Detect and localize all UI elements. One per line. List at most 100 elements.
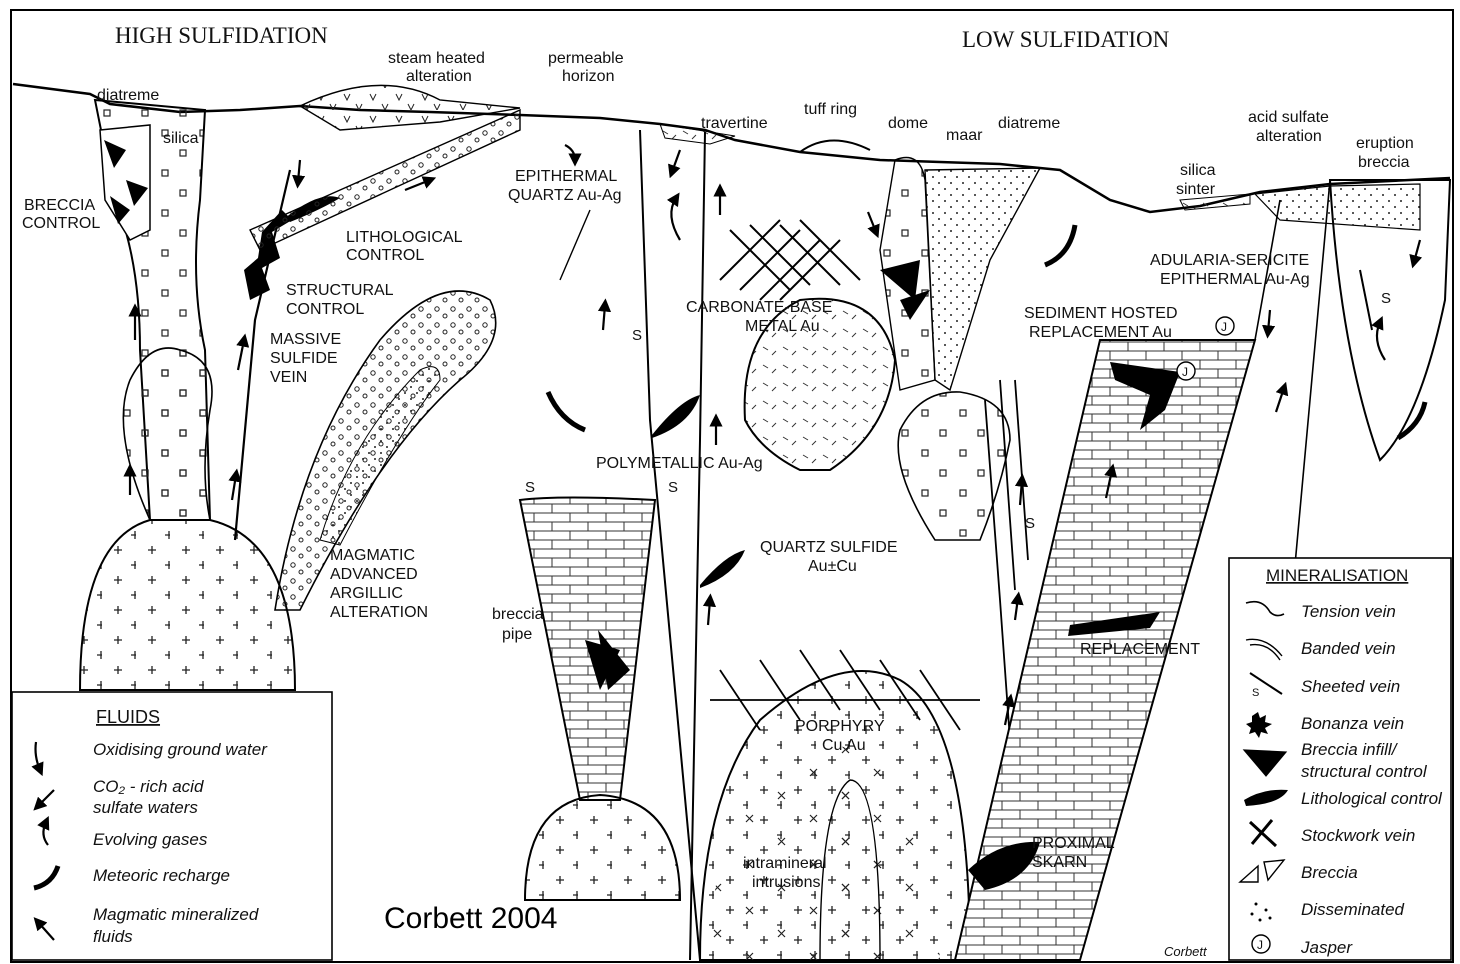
label-magmatic-1: MAGMATIC	[330, 547, 415, 564]
credit-caption: Corbett 2004	[384, 902, 557, 935]
acid-sulfate-cap	[1255, 184, 1420, 230]
label-breccia-pipe-2: pipe	[502, 626, 532, 643]
label-porphyry-1: PORPHYRY	[795, 718, 885, 735]
fluids-item-label: sulfate waters	[93, 798, 198, 817]
polymetallic-lens	[652, 395, 700, 438]
label-epithermal-1: EPITHERMAL	[515, 168, 617, 185]
mineralisation-item-label: Breccia	[1301, 863, 1358, 882]
label-carbonate-2: METAL Au	[745, 318, 820, 335]
mineralisation-item-label: structural control	[1301, 762, 1428, 781]
mineralisation-item-label: Jasper	[1300, 938, 1353, 957]
label-replacement: REPLACEMENT	[1080, 641, 1200, 658]
label-lithological-2: CONTROL	[346, 247, 424, 264]
label-eruption-2: breccia	[1358, 154, 1410, 171]
mineralisation-item-label: Bonanza vein	[1301, 714, 1404, 733]
tuff-ring-mound	[800, 140, 870, 152]
sheeted-vein-mark: S	[525, 479, 535, 496]
left-intrusive-stock	[80, 520, 295, 690]
label-breccia-control-1: BRECCIA	[24, 197, 95, 214]
jasper-icon-mark: J	[1257, 938, 1263, 952]
label-eruption-1: eruption	[1356, 135, 1414, 152]
magmatic-fluid-arrow	[1015, 598, 1018, 620]
quartz-sulfide-lens	[700, 550, 745, 588]
label-diatreme-left: diatreme	[97, 87, 159, 104]
heading-low-sulfidation: LOW SULFIDATION	[962, 27, 1170, 52]
mineralisation-item-label: Lithological control	[1301, 789, 1443, 808]
label-maar: maar	[946, 127, 983, 144]
label-structural-2: CONTROL	[286, 301, 364, 318]
label-epithermal-2: QUARTZ Au-Ag	[508, 187, 622, 204]
label-magmatic-4: ALTERATION	[330, 604, 428, 621]
steam-heated-cap	[300, 85, 520, 130]
label-structural-1: STRUCTURAL	[286, 282, 394, 299]
label-lithological-1: LITHOLOGICAL	[346, 229, 463, 246]
label-silica-sinter-2: sinter	[1176, 181, 1216, 198]
label-magmatic-3: ARGILLIC	[330, 585, 403, 602]
label-silica-sinter-1: silica	[1180, 162, 1216, 179]
magmatic-fluid-arrow	[1276, 388, 1284, 412]
label-massive-1: MASSIVE	[270, 331, 341, 348]
magmatic-fluid-arrow	[232, 475, 236, 500]
fluids-item-label: Magmatic mineralized	[93, 905, 259, 924]
oxidising-water-arrow	[298, 160, 300, 182]
label-permeable-2: horizon	[562, 68, 614, 85]
ground-surface-line	[13, 84, 1450, 212]
label-intramineral-1: intramineral	[743, 855, 827, 872]
label-steam-heated-1: steam heated	[388, 50, 485, 67]
oxidising-water-arrow	[565, 145, 575, 160]
mineralisation-item-label: Stockwork vein	[1301, 826, 1415, 845]
sheeted-vein-mark: S	[1025, 515, 1035, 532]
sheeted-vein-mark: S	[632, 327, 642, 344]
evolving-gas-arrow	[671, 198, 680, 240]
label-skarn-1: PROXIMAL	[1032, 835, 1115, 852]
maar-diatreme-fill	[925, 168, 1040, 390]
label-permeable-1: permeable	[548, 50, 624, 67]
oxidising-water-arrow	[868, 212, 876, 232]
sheeted-vein-mark: S	[1381, 290, 1391, 307]
mineralisation-item-label: Banded vein	[1301, 639, 1396, 658]
label-travertine: travertine	[701, 115, 768, 132]
label-sediment-1: SEDIMENT HOSTED	[1024, 305, 1178, 322]
label-porphyry-2: Cu Au	[822, 737, 866, 754]
label-carbonate-1: CARBONATE-BASE	[686, 299, 832, 316]
meteoric-recharge-arrow	[1398, 402, 1425, 438]
magmatic-fluid-arrow	[603, 305, 605, 330]
label-adularia-2: EPITHERMAL Au-Ag	[1160, 271, 1310, 288]
central-fault-right	[690, 132, 705, 960]
meteoric-recharge-arrow	[1045, 225, 1075, 265]
label-magmatic-2: ADVANCED	[330, 566, 418, 583]
label-massive-2: SULFIDE	[270, 350, 338, 367]
fluids-item-label: Meteoric recharge	[93, 866, 230, 885]
label-polymetallic: POLYMETALLIC Au-Ag	[596, 455, 763, 472]
fluids-legend-title: FLUIDS	[96, 707, 160, 727]
epithermal-vein-left	[560, 210, 590, 280]
label-breccia-control-2: CONTROL	[22, 215, 100, 232]
oxidising-water-arrow	[1414, 240, 1420, 262]
left-porphyry-neck	[123, 348, 212, 520]
label-adularia-1: ADULARIA-SERICITE	[1150, 252, 1309, 269]
label-diatreme-right: diatreme	[998, 115, 1060, 132]
label-skarn-2: SKARN	[1032, 854, 1087, 871]
label-acid-sulfate-2: alteration	[1256, 128, 1322, 145]
label-dome: dome	[888, 115, 928, 132]
oxidising-water-arrow	[672, 150, 680, 172]
label-quartz-sulfide-1: QUARTZ SULFIDE	[760, 539, 898, 556]
label-sediment-2: REPLACEMENT Au	[1029, 324, 1172, 341]
label-acid-sulfate-1: acid sulfate	[1248, 109, 1329, 126]
mineralisation-item-label: Sheeted vein	[1301, 677, 1400, 696]
label-breccia-pipe-1: breccia	[492, 606, 544, 623]
evolving-gas-arrow	[1377, 322, 1385, 360]
oxidising-water-arrow	[1268, 310, 1270, 332]
adularia-banded-vein	[1360, 270, 1372, 330]
fluids-item-label: Evolving gases	[93, 830, 208, 849]
fluids-item-label: fluids	[93, 927, 133, 946]
magmatic-fluid-arrow	[708, 600, 710, 625]
breccia-pipe-intrusion	[525, 795, 680, 900]
label-silica: silica	[163, 130, 199, 147]
jasper-marker-label: J	[1182, 365, 1188, 379]
sheeted-vein-mark: S	[668, 479, 678, 496]
mineralisation-item-label: Disseminated	[1301, 900, 1405, 919]
magmatic-fluid-arrow	[238, 340, 244, 370]
stockwork-grid	[720, 220, 860, 300]
